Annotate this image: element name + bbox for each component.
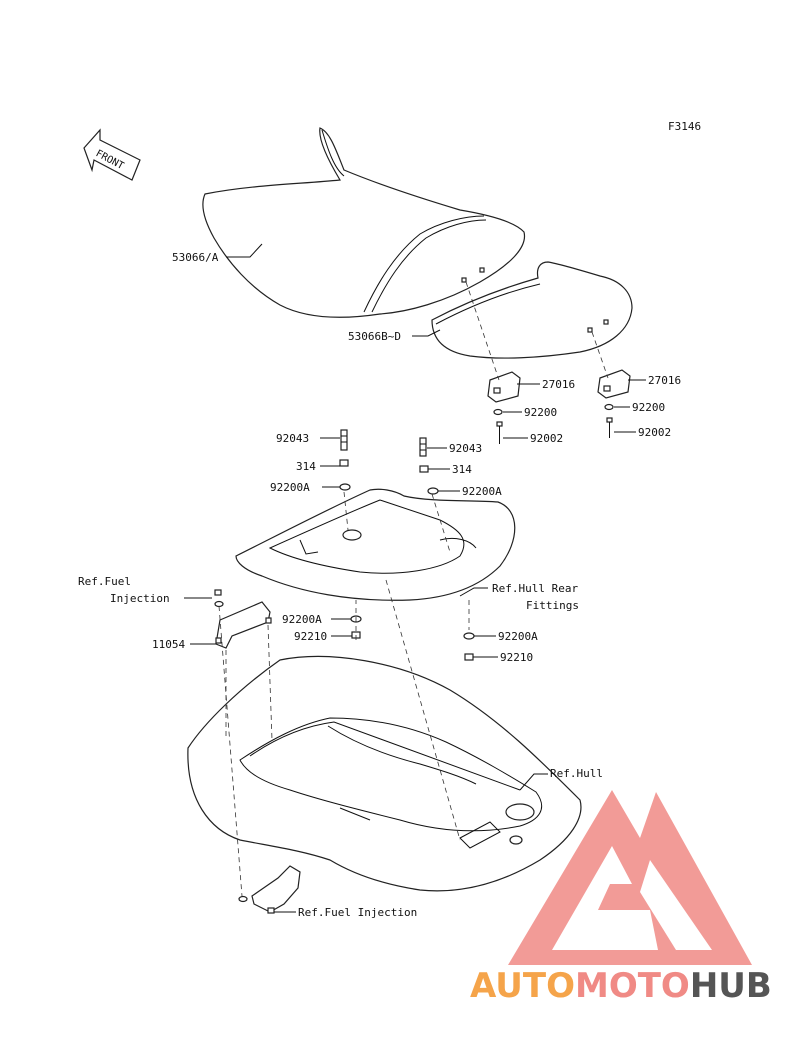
label-92043-right: 92043 bbox=[449, 442, 482, 455]
label-314-right: 314 bbox=[452, 463, 472, 476]
bolt-92002-right bbox=[606, 417, 613, 438]
label-92200a-left: 92200A bbox=[270, 481, 310, 494]
label-92200-left: 92200 bbox=[524, 406, 557, 419]
bracket-27016-right bbox=[597, 369, 631, 399]
watermark-logo-icon bbox=[508, 790, 752, 965]
nut-314-left bbox=[339, 459, 349, 467]
label-314-left: 314 bbox=[296, 460, 316, 473]
hull bbox=[187, 655, 582, 892]
label-92200a-mid-a: 92200A bbox=[282, 613, 322, 626]
label-ref-hull: Ref.Hull bbox=[550, 767, 603, 780]
label-ref-fuel-line1: Ref.Fuel bbox=[78, 575, 131, 588]
label-ref-hull-rear-1: Ref.Hull Rear bbox=[492, 582, 578, 595]
washer-92200-right bbox=[604, 403, 614, 411]
label-ref-hull-rear-2: Fittings bbox=[526, 599, 579, 612]
label-53066-a: 53066/A bbox=[172, 251, 219, 264]
nut-92210-mid-b bbox=[464, 653, 474, 661]
label-92210-mid-b: 92210 bbox=[500, 651, 533, 664]
watermark-hub: HUB bbox=[690, 966, 772, 1006]
rear-seat bbox=[431, 261, 633, 359]
bracket-27016-left bbox=[487, 371, 521, 403]
assembly-lines bbox=[218, 281, 609, 897]
label-92002-right: 92002 bbox=[638, 426, 671, 439]
stud-92043-right bbox=[419, 437, 427, 457]
label-92200a-mid-b: 92200A bbox=[498, 630, 538, 643]
label-92210-mid-a: 92210 bbox=[294, 630, 327, 643]
washer-92200a-left bbox=[339, 483, 351, 491]
nut-314-right bbox=[419, 465, 429, 473]
bracket-11054 bbox=[215, 601, 272, 649]
washer-92200a-right bbox=[427, 487, 439, 495]
figure-code: F3146 bbox=[668, 120, 701, 133]
label-27016-left: 27016 bbox=[542, 378, 575, 391]
label-ref-fuel-line2: Injection bbox=[110, 592, 170, 605]
leader-lines bbox=[184, 243, 646, 913]
label-92200-right: 92200 bbox=[632, 401, 665, 414]
watermark-auto: AUTO bbox=[470, 966, 575, 1006]
front-seat bbox=[202, 127, 526, 318]
bracket-fuel-injection-bottom bbox=[238, 865, 301, 914]
label-92200a-right: 92200A bbox=[462, 485, 502, 498]
front-arrow-icon: FRONT bbox=[83, 128, 141, 181]
label-53066b-d: 53066B~D bbox=[348, 330, 401, 343]
bolt-92002-left bbox=[496, 421, 503, 444]
label-11054: 11054 bbox=[152, 638, 185, 651]
label-92043-left: 92043 bbox=[276, 432, 309, 445]
label-27016-right: 27016 bbox=[648, 374, 681, 387]
watermark-text: AUTOMOTOHUB bbox=[470, 966, 772, 1006]
washer-92200a-mid-b bbox=[463, 632, 475, 640]
watermark-moto: MOTO bbox=[575, 966, 690, 1006]
label-ref-fuel-bottom: Ref.Fuel Injection bbox=[298, 906, 417, 919]
washer-92200-left bbox=[493, 408, 503, 416]
hull-rear-fittings bbox=[235, 488, 516, 601]
label-92002-left: 92002 bbox=[530, 432, 563, 445]
stud-92043-left bbox=[340, 429, 348, 451]
bolt-fuel-injection-top bbox=[214, 589, 224, 608]
